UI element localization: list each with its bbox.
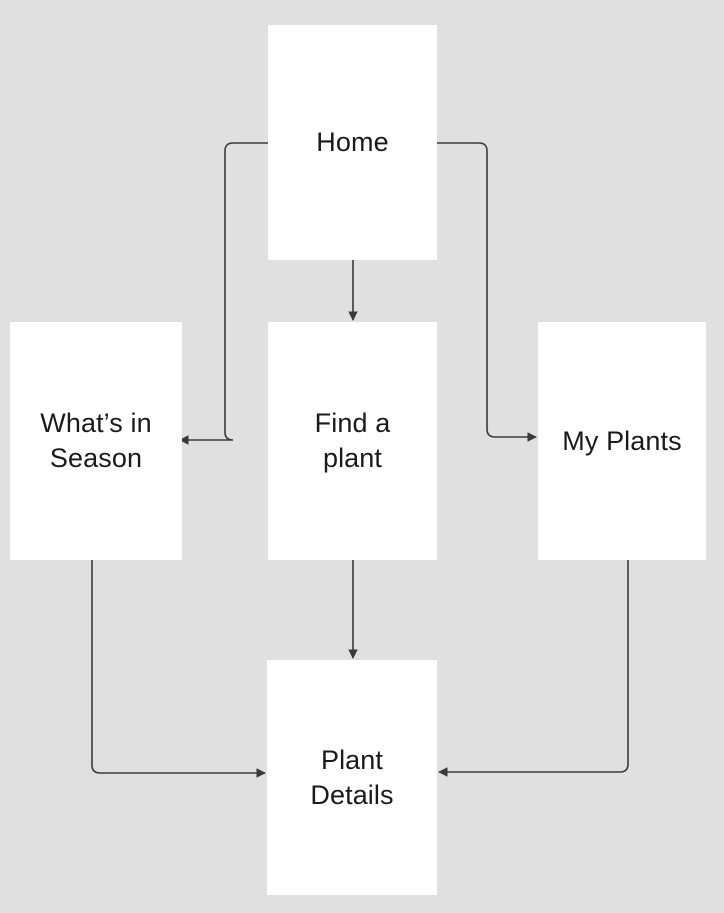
node-home[interactable]: Home — [268, 25, 437, 260]
node-plant-details-label: Plant Details — [310, 744, 394, 810]
connector-home-to-my-plants — [437, 142, 537, 442]
node-find-a-plant-label: Find a plant — [314, 408, 391, 473]
connector-home-to-whats-in-season — [179, 142, 268, 445]
node-find-a-plant[interactable]: Find a plant — [268, 322, 437, 560]
connector-my-plants-to-plant-details — [438, 560, 629, 777]
node-my-plants[interactable]: My Plants — [538, 322, 706, 560]
node-whats-in-season[interactable]: What’s in Season — [10, 322, 182, 560]
node-home-label: Home — [316, 127, 389, 158]
node-whats-in-season-label: What’s in Season — [40, 408, 152, 473]
node-my-plants-label: My Plants — [562, 425, 682, 456]
node-plant-details[interactable]: Plant Details — [267, 660, 437, 895]
connector-whats-in-season-to-plant-details — [91, 560, 266, 778]
